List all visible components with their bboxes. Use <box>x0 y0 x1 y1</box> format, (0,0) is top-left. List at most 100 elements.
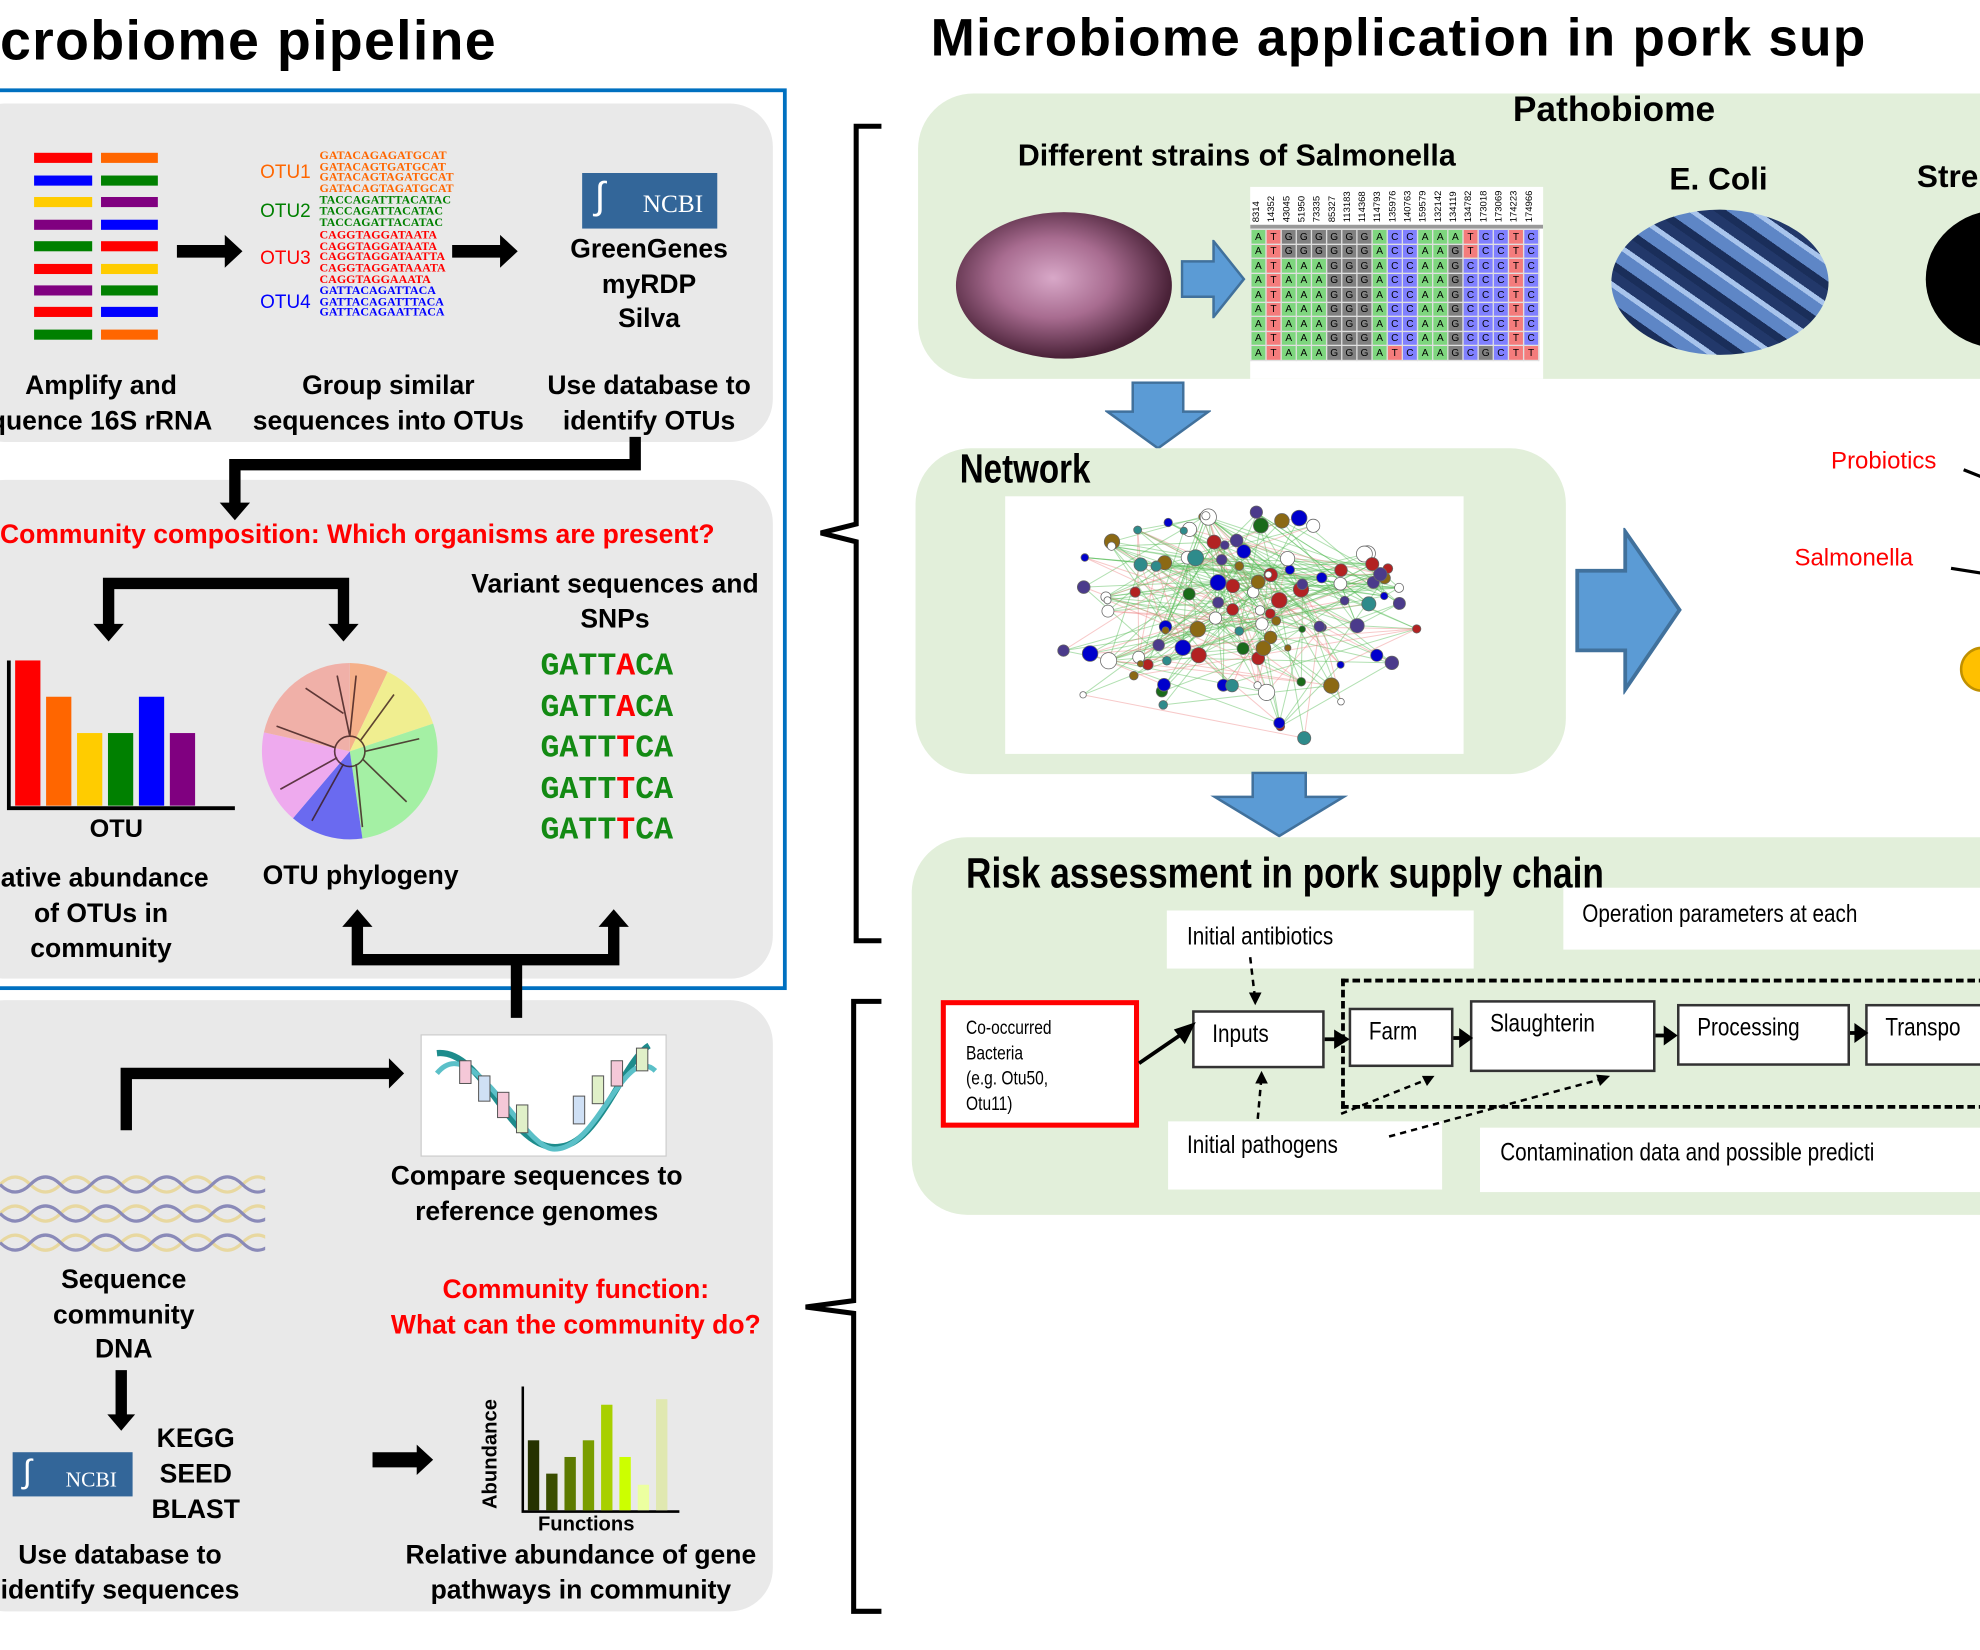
network-node <box>1271 592 1288 609</box>
ncbi-logo-text: NCBI <box>642 190 704 219</box>
otu-abundance-chart <box>6 660 235 811</box>
network-node <box>1158 700 1168 710</box>
function-question: Community function: What can the communi… <box>374 1273 778 1344</box>
alignment-cell: C <box>1401 272 1419 288</box>
network-node <box>1296 578 1309 590</box>
alignment-cell: A <box>1250 257 1267 274</box>
network-node <box>1133 557 1148 572</box>
alignment-cell: A <box>1310 272 1328 288</box>
alignment-cell: A <box>1371 330 1388 346</box>
alignment-cell: G <box>1356 330 1373 346</box>
connector-merge-up <box>351 924 620 966</box>
stage-inputs: Inputs <box>1192 1010 1325 1069</box>
network-edge <box>1340 628 1417 666</box>
step1-line2: quence 16S rRNA <box>0 406 213 436</box>
bracket-lower <box>805 998 882 1614</box>
network-node <box>1206 534 1222 550</box>
network-edge <box>1138 656 1392 664</box>
network-edge <box>1155 566 1184 648</box>
alignment-cell: C <box>1492 330 1510 346</box>
application-title: Microbiome application in pork sup <box>930 7 1867 67</box>
network-edge <box>1108 574 1271 662</box>
alignment-cell: C <box>1401 228 1419 245</box>
function-bar <box>527 1440 540 1511</box>
alignment-cell: C <box>1522 272 1540 288</box>
alignment-cell: T <box>1265 257 1282 274</box>
network-node <box>1250 574 1266 590</box>
alignment-cell: C <box>1492 257 1510 274</box>
network-edge <box>1189 529 1261 611</box>
network-edge <box>1165 629 1258 686</box>
network-edge <box>1187 557 1258 686</box>
ncbi-logo-text: NCBI <box>65 1467 117 1492</box>
snp-sequence: GATTTCA <box>540 729 673 770</box>
alignment-cell: T <box>1507 315 1525 332</box>
alignment-cell: T <box>1265 286 1282 303</box>
alignment-cell: A <box>1310 286 1328 303</box>
network-edge <box>1165 541 1215 627</box>
alignment-cell: A <box>1280 301 1297 317</box>
alignment-cell: C <box>1401 243 1419 259</box>
alignment-cell: G <box>1447 315 1464 332</box>
network-edge <box>1082 694 1305 739</box>
abundance-caption-line: lative abundance <box>0 863 209 893</box>
alignment-cell: A <box>1295 315 1313 332</box>
alignment-cell: C <box>1492 315 1510 332</box>
alignment-cell: A <box>1310 344 1328 361</box>
alignment-cell: G <box>1341 344 1358 361</box>
network-edge <box>1089 595 1385 655</box>
network-edge <box>1238 599 1280 632</box>
network-edge <box>1166 617 1216 662</box>
alignment-cell: T <box>1507 286 1525 303</box>
network-edge <box>1270 600 1345 615</box>
abundance-caption: lative abundance of OTUs in community <box>0 861 227 967</box>
network-edge <box>1140 520 1283 665</box>
database-myrdp: myRDP <box>601 269 697 299</box>
network-node <box>1316 572 1328 584</box>
network-node <box>1253 517 1269 534</box>
alignment-cell: A <box>1371 301 1388 317</box>
snps-title: Variant sequences and SNPs <box>457 567 773 638</box>
network-edge <box>1111 545 1233 686</box>
alignment-cell: T <box>1462 228 1479 245</box>
network-node <box>1349 618 1365 634</box>
otu-sequence: GATTACAGATTACA <box>319 285 436 299</box>
bracket-upper <box>820 123 882 944</box>
alignment-cell: G <box>1341 257 1358 274</box>
network-node <box>1255 640 1272 657</box>
network-edge <box>1182 557 1189 648</box>
network-node <box>1284 564 1295 575</box>
alignment-cell: G <box>1356 228 1373 245</box>
network-edge <box>1222 589 1302 686</box>
otu-sequence: CAGGTAGGATAATA <box>319 230 438 243</box>
initial-antibiotics-text: Initial antibiotics <box>1187 923 1334 951</box>
otu-sequence: GATACAGTAGATGCAT <box>319 182 454 196</box>
network-edge <box>1243 551 1417 630</box>
alignment-cell: C <box>1522 301 1540 317</box>
network-node <box>1101 604 1115 618</box>
alignment-cell: T <box>1386 344 1403 361</box>
function-bar <box>546 1473 558 1511</box>
network-edge <box>1163 685 1332 706</box>
otu-node-icon <box>1959 646 1980 692</box>
alignment-cell: A <box>1371 272 1388 288</box>
database-seed: SEED <box>159 1459 232 1489</box>
network-edge <box>1111 545 1341 585</box>
alignment-cell: G <box>1325 243 1343 259</box>
database-kegg: KEGG <box>156 1424 235 1454</box>
network-node <box>1189 620 1206 638</box>
phylogeny-caption: OTU phylogeny <box>262 861 459 891</box>
primer-bar <box>34 329 93 340</box>
database-greengenes: GreenGenes <box>570 234 728 264</box>
alignment-cell: A <box>1250 286 1267 303</box>
alignment-cell: A <box>1310 301 1328 317</box>
network-edge <box>1108 660 1280 724</box>
alignment-cell: T <box>1265 243 1282 259</box>
network-edge <box>1082 623 1263 696</box>
network-edge <box>1257 573 1381 659</box>
primer-bar <box>101 152 158 163</box>
network-edge <box>1165 541 1215 627</box>
network-edge <box>1105 565 1157 598</box>
